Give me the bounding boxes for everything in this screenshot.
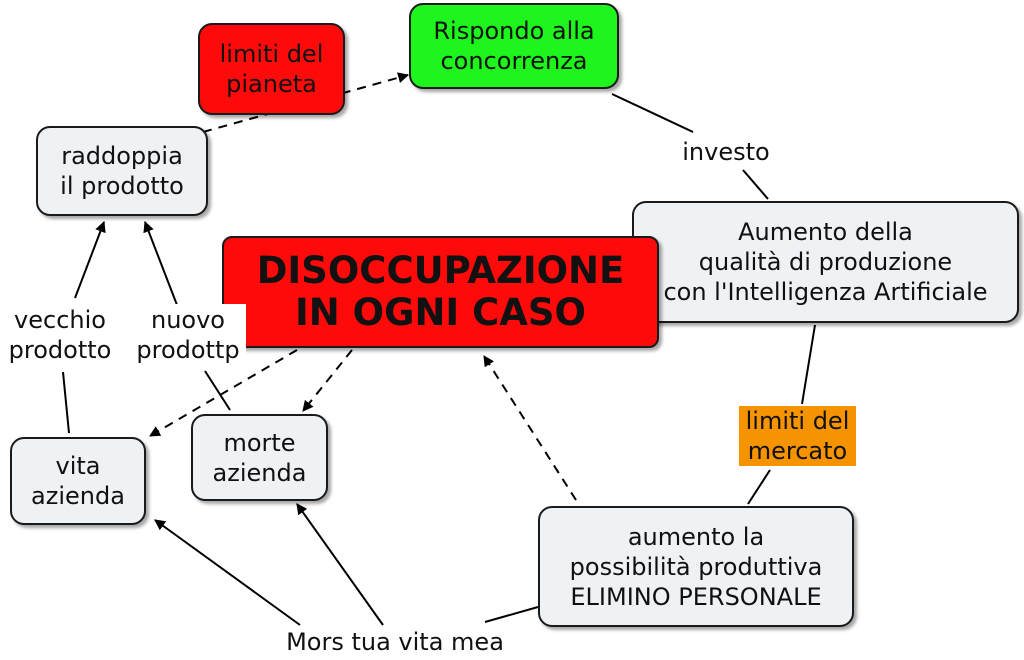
mors-tua-vita-mea-label-text: Mors tua vita mea (286, 628, 504, 656)
arrow-vecchio-raddoppia (74, 220, 106, 299)
investo-label: investo (676, 135, 776, 169)
line-rispondo-investo (611, 93, 694, 133)
vecchio-prodotto-label-text: vecchio prodotto (8, 306, 112, 364)
arrow-possibilita-main (483, 355, 577, 501)
disoccupazione-main-node[interactable]: DISOCCUPAZIONE IN OGNI CASO (222, 236, 659, 348)
aumento-qualita-text: Aumento della qualità di produzione con … (663, 218, 988, 306)
rispondo-concorrenza-node[interactable]: Rispondo alla concorrenza (409, 3, 619, 89)
rispondo-concorrenza-text: Rispondo alla concorrenza (433, 17, 595, 75)
line-vita-vecchio (62, 371, 70, 434)
vita-azienda-node[interactable]: vita azienda (10, 437, 146, 525)
investo-label-text: investo (682, 138, 770, 166)
limiti-pianeta-text: limiti del pianeta (219, 40, 324, 98)
arrow-mors-morte (296, 503, 384, 626)
vita-azienda-text: vita azienda (31, 452, 125, 510)
limiti-mercato-label-text: limiti del mercato (745, 407, 850, 465)
nuovo-prodotto-label: nuovo prodottp (130, 304, 246, 366)
morte-azienda-text: morte azienda (212, 428, 307, 487)
limiti-mercato-label: limiti del mercato (739, 406, 856, 466)
aumento-qualita-node[interactable]: Aumento della qualità di produzione con … (632, 201, 1019, 323)
disoccupazione-main-text: DISOCCUPAZIONE IN OGNI CASO (256, 249, 625, 334)
morte-azienda-node[interactable]: morte azienda (191, 414, 328, 501)
raddoppia-prodotto-text: raddoppia il prodotto (60, 142, 184, 200)
arrow-mors-vita (154, 519, 301, 626)
raddoppia-prodotto-node[interactable]: raddoppia il prodotto (36, 126, 208, 216)
line-limiti-possibilita (747, 469, 771, 505)
mors-tua-vita-mea-label: Mors tua vita mea (272, 626, 518, 658)
arrow-nuovo-raddoppia (143, 220, 178, 306)
aumento-possibilita-text: aumento la possibilità produttiva ELIMIN… (569, 522, 823, 611)
arrow-main-morte (302, 349, 353, 412)
aumento-possibilita-node[interactable]: aumento la possibilità produttiva ELIMIN… (538, 506, 854, 627)
limiti-pianeta-node[interactable]: limiti del pianeta (198, 23, 345, 115)
arrow-raddoppia-rispondo (202, 72, 410, 133)
arrow-main-vita (149, 349, 298, 437)
line-possibilita-mors (484, 606, 539, 623)
nuovo-prodotto-label-text: nuovo prodottp (136, 306, 240, 364)
line-morte-nuovo (204, 370, 231, 411)
vecchio-prodotto-label: vecchio prodotto (2, 304, 118, 366)
line-aumento-limiti (801, 324, 816, 405)
line-investo-aumento (742, 169, 769, 200)
